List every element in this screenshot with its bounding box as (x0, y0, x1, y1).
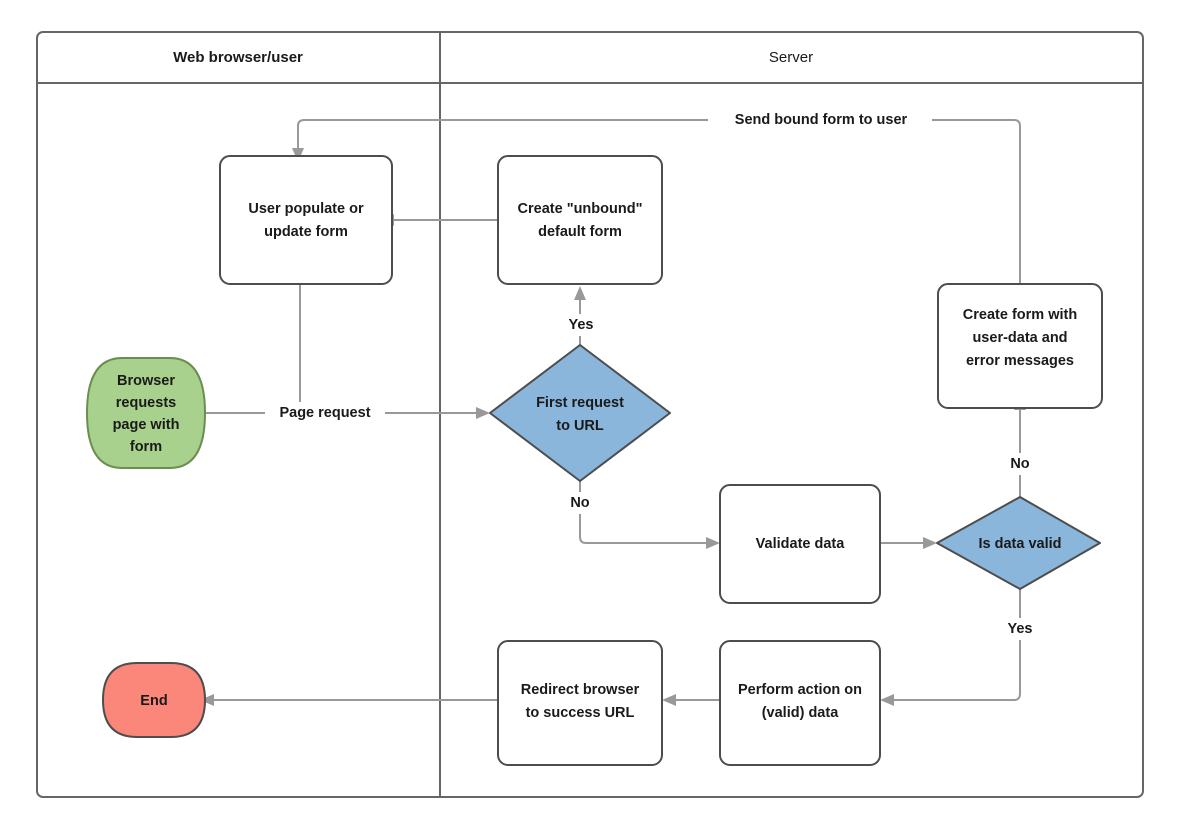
edge-label-isvalid-no: No (1010, 456, 1029, 472)
node-end-shape[interactable] (101, 662, 207, 738)
node-create-form-errors-line-3: error messages (966, 353, 1074, 369)
edge-first-request-no-arrowhead (706, 537, 720, 549)
node-create-unbound-line-1: Create "unbound" (518, 201, 643, 217)
node-end[interactable]: End (101, 662, 207, 738)
edge-label-page-request: Page request (279, 405, 370, 421)
edge-label-send-bound-form: Send bound form to user (735, 112, 908, 128)
node-validate-data-shape[interactable] (719, 484, 881, 604)
node-validate-data-line-1: Validate data (756, 536, 846, 552)
edge-send-bound-form (297, 119, 1021, 285)
edge-perform-to-redirect-arrowhead (662, 694, 676, 706)
node-user-populate-shape[interactable] (219, 155, 393, 285)
node-browser-requests-shape[interactable] (85, 357, 207, 469)
pool-container (36, 31, 1144, 798)
node-browser-requests-line-2: requests (116, 395, 176, 411)
node-create-form-errors-line-2: user-data and (972, 330, 1067, 346)
edge-label-send-bound-form-bg (708, 109, 932, 131)
node-redirect-browser-line-1: Redirect browser (521, 682, 640, 698)
node-first-request[interactable]: First request to URL (489, 344, 671, 482)
lane-header-server: Server (769, 49, 813, 66)
node-create-unbound-shape[interactable] (497, 155, 663, 285)
edge-isvalid-yes (892, 589, 1021, 701)
pool-outline (36, 31, 1144, 798)
node-perform-action-shape[interactable] (719, 640, 881, 766)
node-is-data-valid[interactable]: Is data valid (936, 496, 1101, 590)
lane-title-server: Server (769, 49, 813, 66)
node-create-unbound[interactable]: Create "unbound" default form (497, 155, 663, 285)
edge-label-first-request-yes: Yes (569, 317, 594, 333)
edge-label-isvalid-yes: Yes (1008, 621, 1033, 637)
edge-labels-layer: Send bound form to user Page request Yes… (265, 109, 1041, 640)
node-browser-requests-line-3: page with (113, 417, 180, 433)
edge-isvalid-yes-arrowhead (880, 694, 894, 706)
node-redirect-browser-line-2: to success URL (526, 705, 635, 721)
node-end-line-1: End (140, 693, 167, 709)
edge-label-first-request-no-bg (561, 492, 599, 514)
node-first-request-shape[interactable] (489, 344, 671, 482)
node-browser-requests[interactable]: Browser requests page with form (85, 357, 207, 469)
edge-label-page-request-bg (265, 402, 385, 424)
node-first-request-line-1: First request (536, 395, 624, 411)
node-create-form-errors-shape[interactable] (937, 283, 1103, 409)
node-is-data-valid-shape[interactable] (936, 496, 1101, 590)
lane-header-browser: Web browser/user (173, 49, 303, 66)
node-user-populate[interactable]: User populate or update form (219, 155, 393, 285)
edge-first-request-no (579, 481, 708, 544)
node-create-form-errors[interactable]: Create form with user-data and error mes… (937, 283, 1103, 409)
node-is-data-valid-line-1: Is data valid (978, 536, 1061, 552)
edge-validate-to-isvalid-arrowhead (923, 537, 937, 549)
node-perform-action-line-1: Perform action on (738, 682, 862, 698)
edges-layer (200, 119, 1026, 706)
node-browser-requests-line-1: Browser (117, 373, 175, 389)
edge-label-isvalid-no-bg (1001, 453, 1039, 475)
edge-label-first-request-no: No (570, 495, 589, 511)
edge-first-request-yes-arrowhead (574, 286, 586, 300)
node-first-request-line-2: to URL (556, 418, 604, 434)
node-create-unbound-line-2: default form (538, 224, 622, 240)
edge-label-first-request-yes-bg (560, 314, 602, 336)
node-perform-action-line-2: (valid) data (762, 705, 839, 721)
edge-label-isvalid-yes-bg (999, 618, 1041, 640)
node-browser-requests-line-4: form (130, 439, 162, 455)
node-redirect-browser[interactable]: Redirect browser to success URL (497, 640, 663, 766)
node-perform-action[interactable]: Perform action on (valid) data (719, 640, 881, 766)
lane-title-browser: Web browser/user (173, 49, 303, 66)
edge-page-request-arrowhead (476, 407, 490, 419)
node-user-populate-line-2: update form (264, 224, 348, 240)
node-create-form-errors-line-1: Create form with (963, 307, 1077, 323)
node-validate-data[interactable]: Validate data (719, 484, 881, 604)
node-redirect-browser-shape[interactable] (497, 640, 663, 766)
node-user-populate-line-1: User populate or (248, 201, 364, 217)
edge-redirect-to-end-arrowhead (200, 694, 214, 706)
